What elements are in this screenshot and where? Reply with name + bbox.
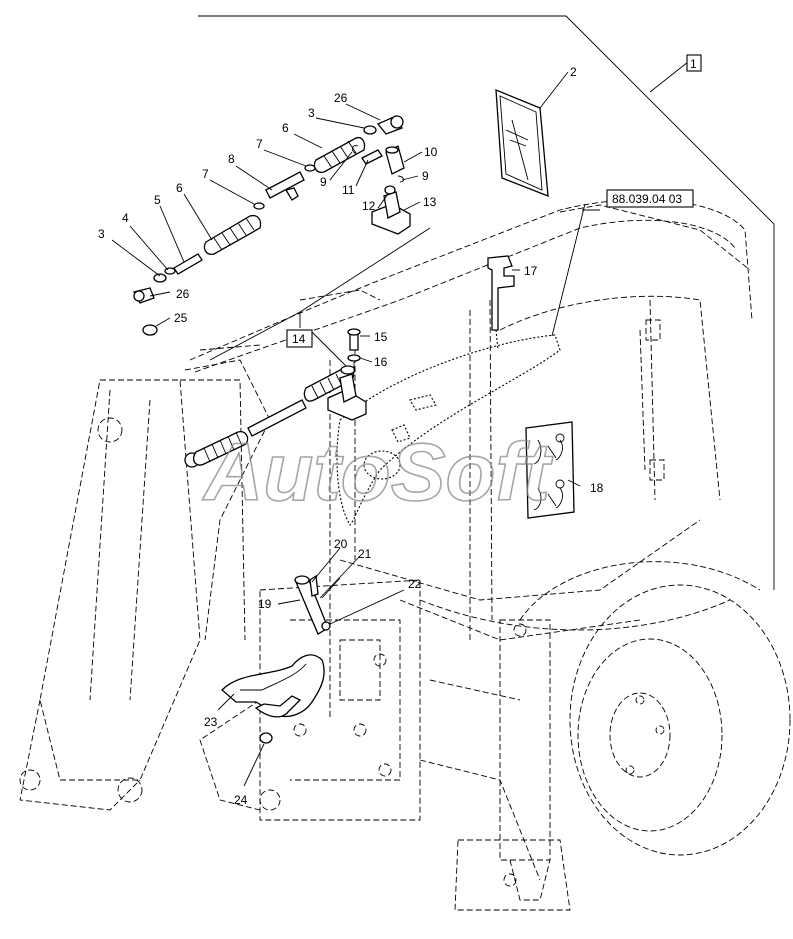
callout-9-left: 9 xyxy=(320,175,327,189)
callout-8: 8 xyxy=(228,152,235,166)
callout-5: 5 xyxy=(154,193,161,207)
callout-19: 19 xyxy=(258,597,272,611)
cross-ref-box[interactable] xyxy=(606,189,694,208)
callout-2: 2 xyxy=(570,65,577,79)
callout-labels: 2 26 3 6 7 10 8 7 9 9 11 6 13 5 12 4 3 1… xyxy=(98,65,604,807)
linkage-exploded-upper xyxy=(133,115,411,336)
callout-23: 23 xyxy=(204,715,218,729)
callout-4: 4 xyxy=(122,211,129,225)
callout-leaders xyxy=(111,103,600,787)
pin-assembly xyxy=(294,574,341,635)
group-leader xyxy=(299,227,431,328)
callout-11: 11 xyxy=(342,183,355,197)
callout-7: 7 xyxy=(202,167,209,181)
cross-ref-label[interactable]: 88.039.04 03 xyxy=(612,192,682,206)
group-bracket xyxy=(198,15,775,590)
callout-9-right: 9 xyxy=(422,169,429,183)
callout-6: 6 xyxy=(176,181,183,195)
callout-14-box xyxy=(286,329,313,348)
callout-24: 24 xyxy=(234,793,248,807)
callout-17: 17 xyxy=(524,264,538,278)
operator-manual xyxy=(495,71,569,197)
callout-3-top: 3 xyxy=(308,106,315,120)
callout-10: 10 xyxy=(424,145,438,159)
callout-26-top: 26 xyxy=(334,91,348,105)
watermark-text: AutoSoft xyxy=(202,427,554,518)
callout-21: 21 xyxy=(358,547,372,561)
callout-20: 20 xyxy=(334,537,348,551)
callout-7-top: 7 xyxy=(256,137,263,151)
machine-outline xyxy=(19,199,791,911)
group-leader-2 xyxy=(209,311,301,361)
lock-plate xyxy=(221,654,325,718)
callout-26: 26 xyxy=(176,287,190,301)
callout-18: 18 xyxy=(590,481,604,495)
callout-14: 14 xyxy=(292,332,306,346)
callout-25: 25 xyxy=(174,311,188,325)
group-ref-label: 1 xyxy=(690,57,697,71)
callout-16: 16 xyxy=(374,355,388,369)
hook-part xyxy=(487,255,515,351)
callout-6-top: 6 xyxy=(282,121,289,135)
safety-decal xyxy=(525,421,575,519)
group-ref-box xyxy=(686,54,702,72)
nut-24 xyxy=(259,732,273,744)
callout-3: 3 xyxy=(98,227,105,241)
callout-13: 13 xyxy=(423,195,437,209)
callout-15: 15 xyxy=(374,330,388,344)
callout-12: 12 xyxy=(362,199,376,213)
linkage-assembled xyxy=(184,328,367,468)
callout-22: 22 xyxy=(408,577,422,591)
